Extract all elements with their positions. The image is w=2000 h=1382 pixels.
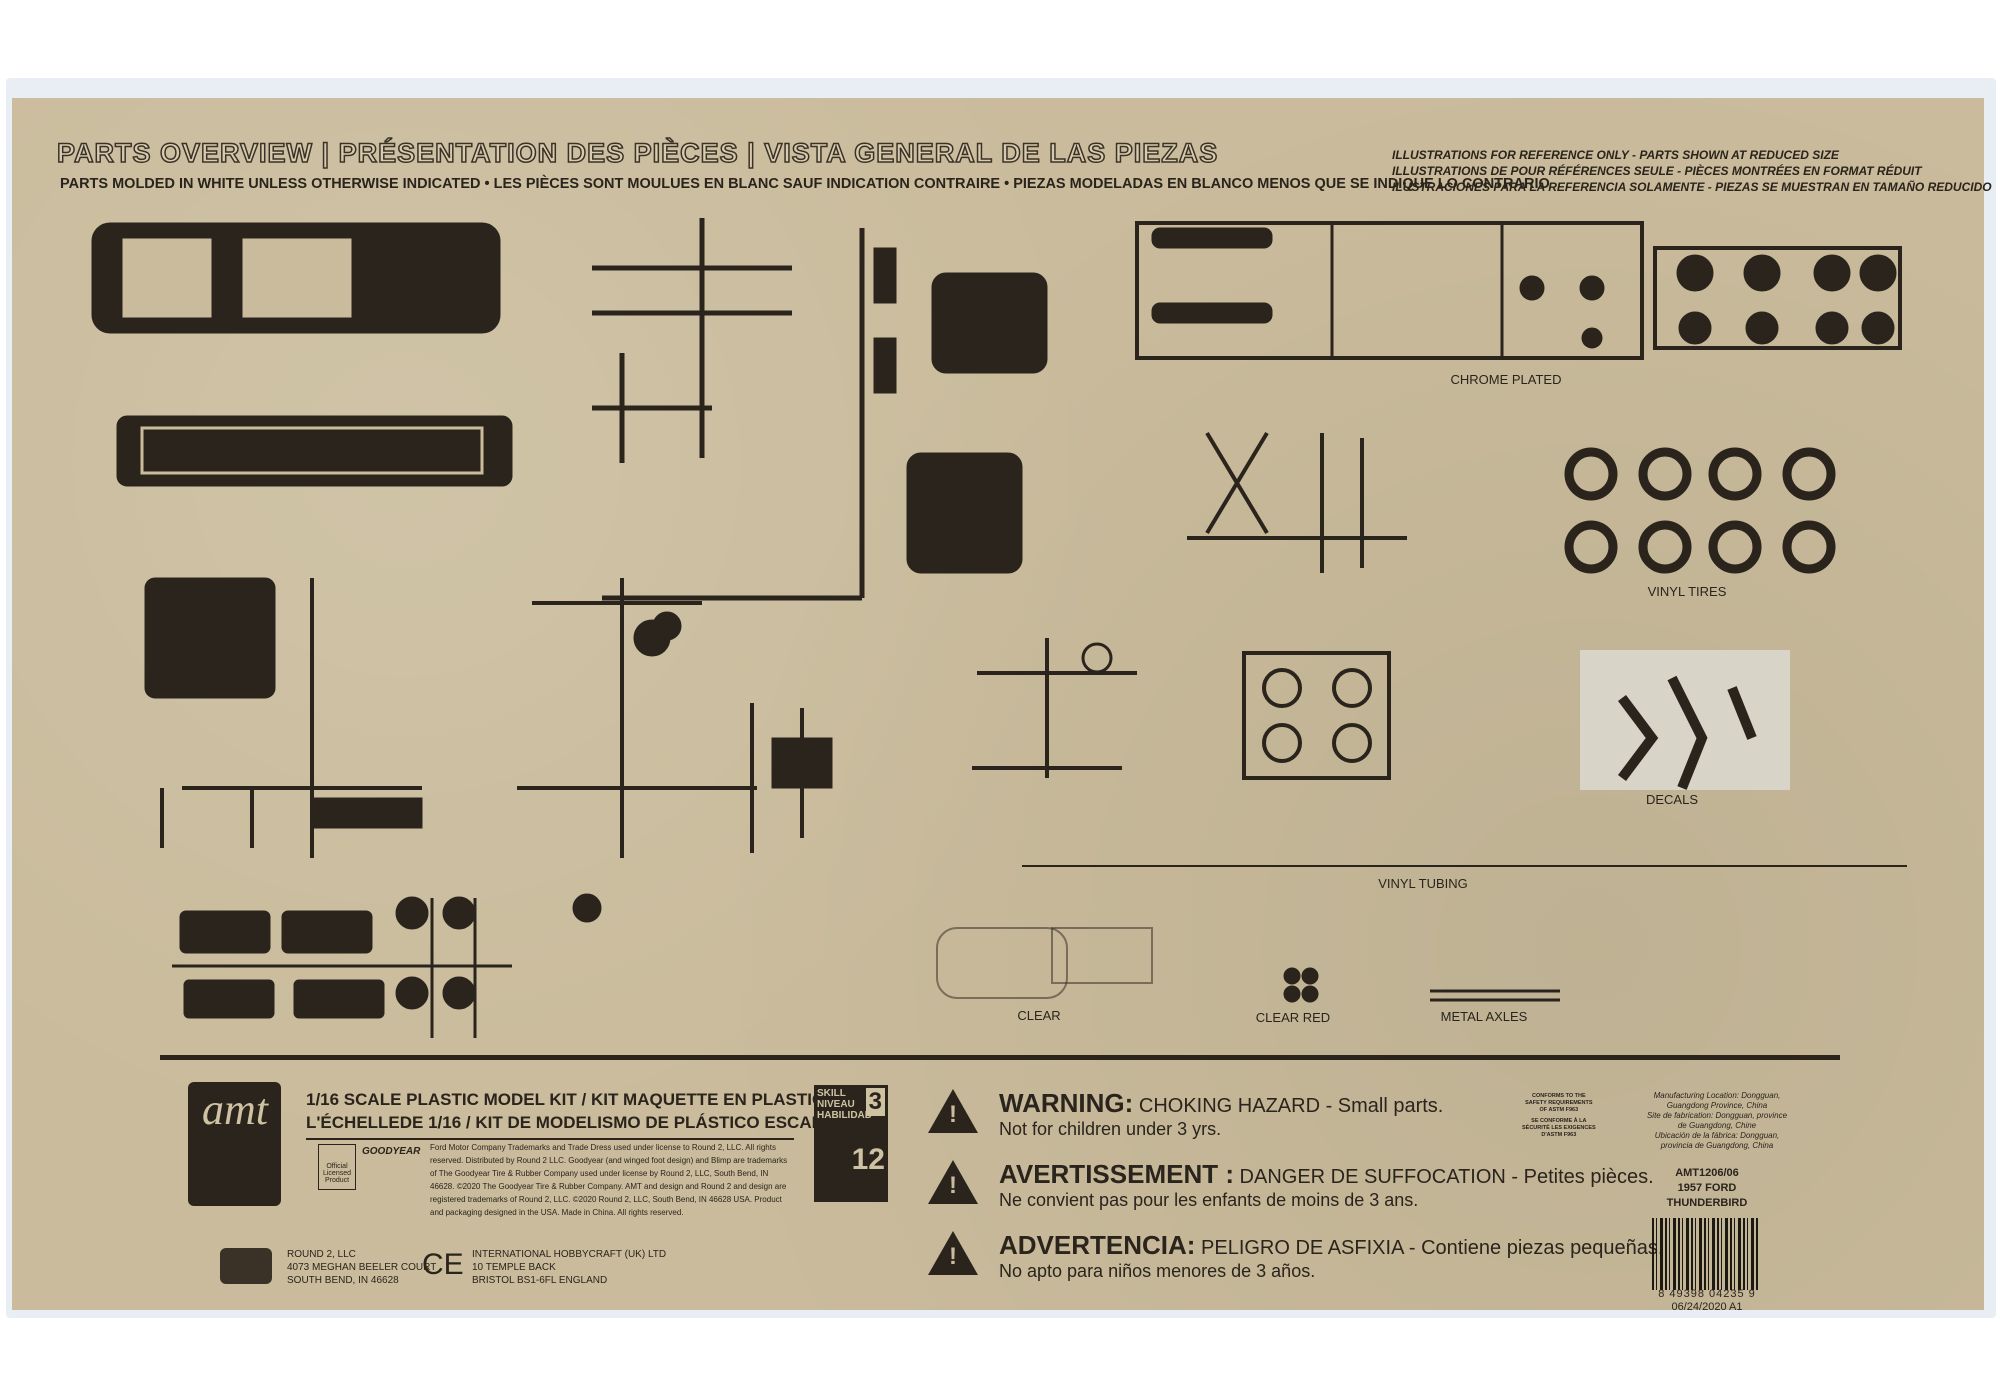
warning-subtext: Not for children under 3 yrs. xyxy=(999,1119,1222,1139)
warning-subtext: No apto para niños menores de 3 años. xyxy=(999,1261,1316,1281)
metal-axles-illustration xyxy=(1430,989,1560,1002)
barcode-info: 8 49398 04235 9 06/24/2020 A1 xyxy=(1647,1288,1767,1314)
chrome-wheels-sprue xyxy=(1653,246,1902,350)
label-vinyl-tubing: VINYL TUBING xyxy=(1378,876,1468,891)
kit-name: 1957 FORD THUNDERBIRD xyxy=(1666,1182,1748,1209)
warning-triangle-icon xyxy=(928,1231,978,1275)
mfg-line: Ubicación de la fábrica: Dongguan, provi… xyxy=(1654,1131,1780,1150)
kit-number: AMT1206/06 xyxy=(1675,1167,1739,1179)
round2-address: ROUND 2, LLC 4073 MEGHAN BEELER COURT SOUT… xyxy=(287,1248,436,1287)
astm-line: OF ASTM F963 xyxy=(1539,1107,1579,1113)
astm-line: D'ASTM F963 xyxy=(1541,1132,1577,1138)
reference-note-en: ILLUSTRATIONS FOR REFERENCE ONLY - PARTS… xyxy=(1392,148,1839,162)
amt-logo-text: amt xyxy=(202,1085,268,1134)
astm-line: SÉCURITÉ LES EXIGENCES xyxy=(1522,1125,1596,1131)
label-chrome-plated: CHROME PLATED xyxy=(1450,372,1562,387)
label-decals: DECALS xyxy=(1645,792,1699,807)
chrome-sprue xyxy=(1135,221,1644,360)
amt-logo: amt xyxy=(188,1082,281,1206)
warning-heading: ADVERTENCIA: xyxy=(999,1230,1196,1260)
manufacturing-location: Manufacturing Location: Dongguan, Guangd… xyxy=(1642,1091,1792,1151)
label-clear: CLEAR xyxy=(1017,1008,1061,1023)
address-line: INTERNATIONAL HOBBYCRAFT (UK) LTD xyxy=(472,1249,667,1260)
warning-en: WARNING: CHOKING HAZARD - Small parts.No… xyxy=(999,1088,1443,1140)
clear-parts xyxy=(936,927,1153,999)
goodyear-logo: GOODYEAR xyxy=(362,1146,421,1157)
warning-text: CHOKING HAZARD - Small parts. xyxy=(1133,1095,1444,1117)
skill-level: 3 xyxy=(865,1088,885,1116)
address-line: 10 TEMPLE BACK xyxy=(472,1262,556,1273)
dash-sprue xyxy=(972,638,1137,778)
warning-triangle-icon xyxy=(928,1089,978,1133)
ce-mark: CE xyxy=(422,1248,464,1281)
kit-info: AMT1206/06 1957 FORD THUNDERBIRD xyxy=(1652,1166,1762,1211)
frame-sprue xyxy=(592,218,1048,601)
warning-heading: AVERTISSEMENT : xyxy=(999,1159,1234,1189)
age-12-plus-icon: 12 xyxy=(817,1143,885,1177)
date-code: 06/24/2020 A1 xyxy=(1671,1301,1743,1313)
scale-line-1: 1/16 SCALE PLASTIC MODEL KIT / KIT MAQUE… xyxy=(306,1090,866,1109)
address-line: 4073 MEGHAN BEELER COURT xyxy=(287,1262,437,1273)
parts-overview-title: PARTS OVERVIEW | PRÉSENTATION DES PIÈCES… xyxy=(56,137,1219,169)
mfg-line: Manufacturing Location: Dongguan, Guangd… xyxy=(1653,1091,1781,1110)
seats-wheels-sprue xyxy=(172,896,512,1038)
scale-underline xyxy=(306,1138,794,1140)
wheel-hubs-sprue xyxy=(1242,651,1391,780)
address-line: ROUND 2, LLC xyxy=(287,1249,356,1260)
clear-red-parts xyxy=(1283,967,1319,1003)
chassis-illustration xyxy=(116,415,513,487)
engine-sprue xyxy=(517,578,833,923)
astm-line: CONFORMS TO THE xyxy=(1531,1093,1586,1099)
label-clear-red: CLEAR RED xyxy=(1255,1010,1331,1025)
scale-line-2: L'ÉCHELLEDE 1/16 / KIT DE MODELISMO DE P… xyxy=(306,1113,872,1132)
warning-fr: AVERTISSEMENT : DANGER DE SUFFOCATION - … xyxy=(999,1159,1654,1211)
warning-subtext: Ne convient pas pour les enfants de moin… xyxy=(999,1190,1419,1210)
reference-note-fr: ILLUSTRATIONS DE POUR RÉFÉRENCES SEULE -… xyxy=(1392,164,1922,178)
interior-tub-illustration xyxy=(144,577,423,858)
mfg-line: Site de fabrication: Dongguan, province … xyxy=(1646,1111,1788,1130)
warning-es: ADVERTENCIA: PELIGRO DE ASFIXIA - Contie… xyxy=(999,1230,1663,1282)
warning-heading: WARNING: xyxy=(999,1088,1134,1118)
warning-text: DANGER DE SUFFOCATION - Petites pièces. xyxy=(1233,1166,1654,1188)
warning-triangle-icon xyxy=(928,1160,978,1204)
legal-text: Ford Motor Company Trademarks and Trade … xyxy=(430,1143,788,1217)
round2-logo xyxy=(220,1248,272,1284)
parts-molded-note: PARTS MOLDED IN WHITE UNLESS OTHERWISE I… xyxy=(60,176,1550,192)
suspension-sprue xyxy=(1187,431,1407,573)
ford-licensed-badge: Official Licensed Product xyxy=(318,1144,356,1190)
astm-line: SE CONFORME À LA xyxy=(1531,1118,1587,1124)
astm-line: SAFETY REQUIREMENTS xyxy=(1525,1100,1593,1106)
age-value: 12 xyxy=(851,1143,885,1176)
scale-description: 1/16 SCALE PLASTIC MODEL KIT / KIT MAQUE… xyxy=(306,1088,871,1134)
parts-illustrations xyxy=(91,218,1907,1038)
box-back-panel: PARTS OVERVIEW | PRÉSENTATION DES PIÈCES… xyxy=(12,98,1992,1313)
decal-sheet-illustration xyxy=(1580,650,1790,790)
vinyl-tires-illustration xyxy=(1564,447,1836,574)
section-divider xyxy=(160,1055,1840,1060)
barcode-number: 8 49398 04235 9 xyxy=(1658,1288,1756,1300)
uk-address: INTERNATIONAL HOBBYCRAFT (UK) LTD 10 TEMP… xyxy=(472,1248,666,1287)
label-metal-axles: METAL AXLES xyxy=(1440,1009,1528,1024)
barcode xyxy=(1652,1218,1760,1290)
warning-text: PELIGRO DE ASFIXIA - Contiene piezas peq… xyxy=(1195,1237,1664,1259)
body-shell-illustration xyxy=(91,222,501,334)
label-vinyl-tires: VINYL TIRES xyxy=(1647,584,1727,599)
reference-note-es: ILUSTRACIONES PARA LA REFERENCIA SOLAMEN… xyxy=(1392,180,1992,194)
skill-label: SKILL NIVEAU HABILIDAD xyxy=(817,1088,872,1121)
address-line: BRISTOL BS1-6FL ENGLAND xyxy=(472,1275,608,1286)
address-line: SOUTH BEND, IN 46628 xyxy=(287,1275,399,1286)
